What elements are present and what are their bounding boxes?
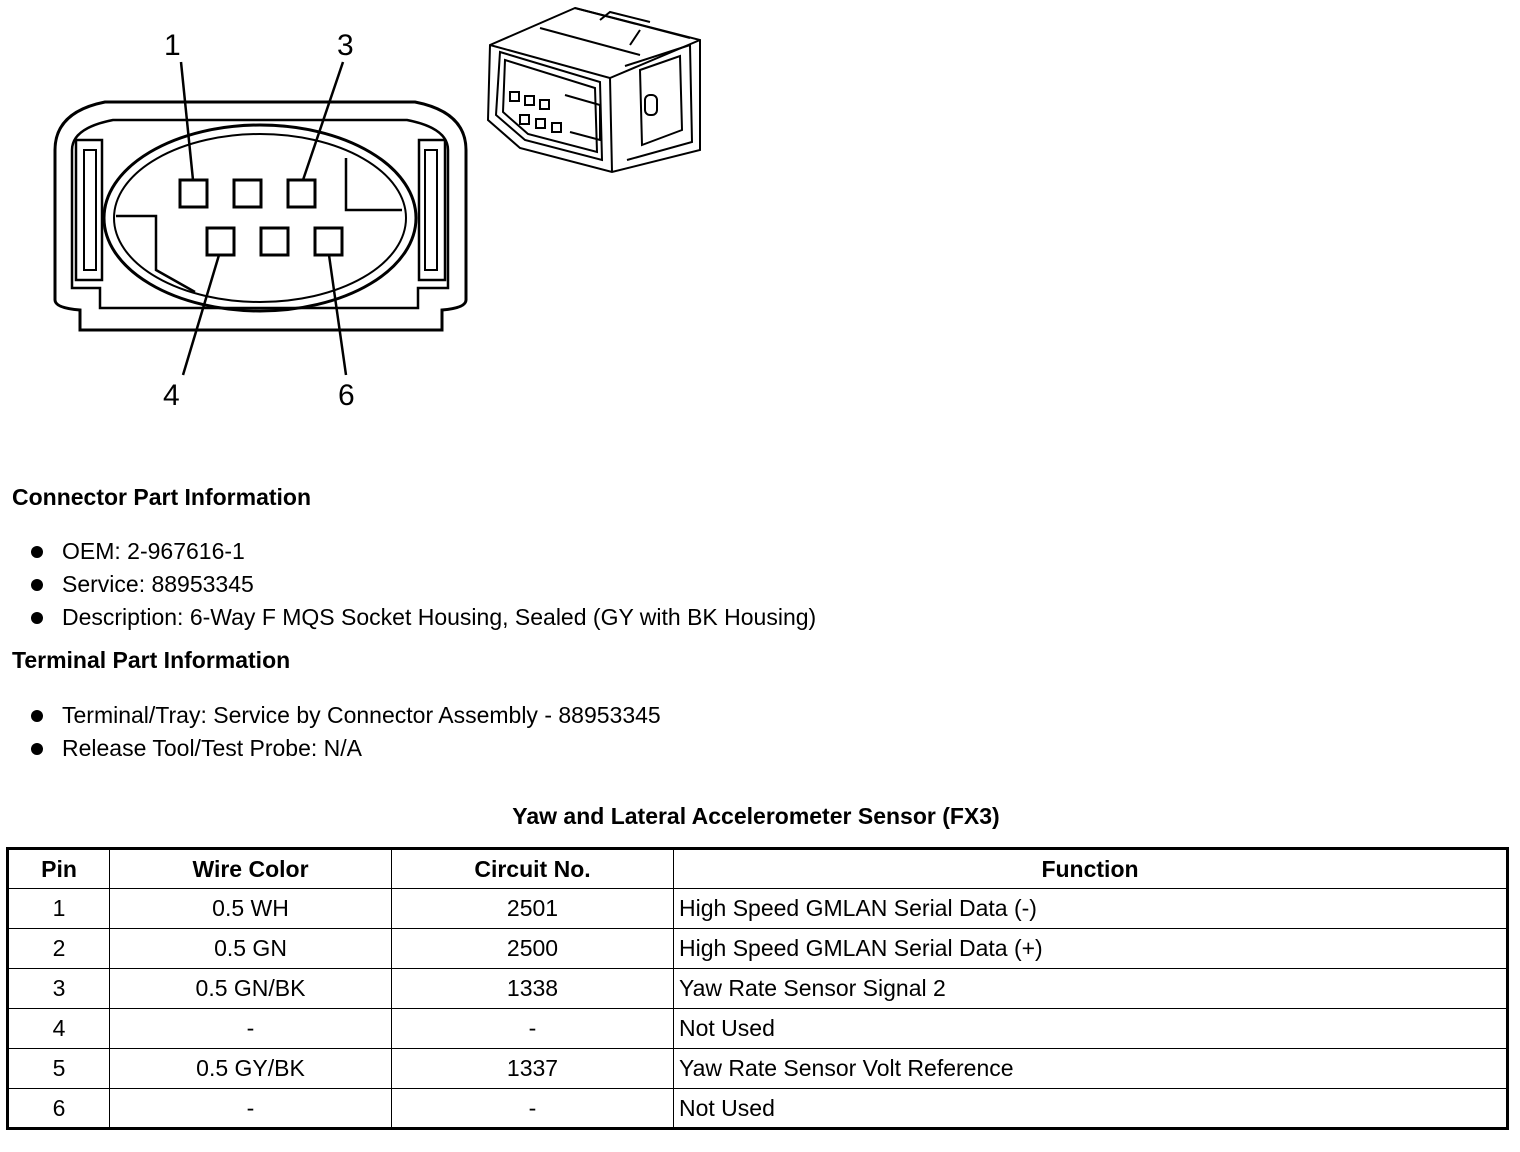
pin-cavity-2 [232,178,263,209]
housing-inner-wall [70,118,450,310]
wire-color-cell: 0.5 GN/BK [109,968,392,1009]
table-row: 4 - - Not Used [7,1008,1508,1049]
circuit-cell: - [391,1008,674,1049]
terminal-info-tray: Terminal/Tray: Service by Connector Asse… [28,699,661,732]
function-cell: Yaw Rate Sensor Volt Reference [673,1048,1508,1089]
wire-color-cell: - [109,1008,392,1049]
right-latch [417,138,447,282]
table-row: 1 0.5 WH 2501 High Speed GMLAN Serial Da… [7,888,1508,929]
circuit-cell: 2500 [391,928,674,969]
header-function: Function [673,848,1508,889]
header-circuit-no: Circuit No. [391,848,674,889]
pin-cell: 5 [7,1048,110,1089]
connector-info-service: Service: 88953345 [28,568,816,601]
header-wire-color: Wire Color [109,848,392,889]
pin-cavity-3 [286,178,317,209]
table-row: 3 0.5 GN/BK 1338 Yaw Rate Sensor Signal … [7,968,1508,1009]
socket-oval-outer [102,123,418,313]
pin-cell: 1 [7,888,110,929]
function-cell: Not Used [673,1008,1508,1049]
pin-callout-6: 6 [338,379,355,412]
terminal-info-list: Terminal/Tray: Service by Connector Asse… [28,699,661,765]
wire-color-cell: 0.5 GN [109,928,392,969]
pin-callout-3: 3 [337,29,354,62]
connector-diagram: 1 3 4 6 [53,6,701,412]
leader-line-1 [179,61,195,181]
key-left [116,214,196,294]
connector-info-heading: Connector Part Information [12,484,312,510]
function-cell: High Speed GMLAN Serial Data (-) [673,888,1508,929]
terminal-info-heading: Terminal Part Information [12,647,291,673]
housing-outline [53,100,468,332]
right-latch-inner [424,149,438,271]
table-row: 5 0.5 GY/BK 1337 Yaw Rate Sensor Volt Re… [7,1048,1508,1089]
left-latch [74,138,104,282]
pin-cavity-6 [313,226,344,257]
pin-cavity-5 [259,226,290,257]
pin-cell: 6 [7,1088,110,1129]
connector-info-oem: OEM: 2-967616-1 [28,535,816,568]
table-header-row: Pin Wire Color Circuit No. Function [7,848,1508,889]
connector-3d-image [486,6,701,174]
function-cell: High Speed GMLAN Serial Data (+) [673,928,1508,969]
leader-line-6 [327,254,348,376]
header-pin: Pin [7,848,110,889]
pin-cell: 3 [7,968,110,1009]
table-row: 6 - - Not Used [7,1088,1508,1129]
circuit-cell: 1338 [391,968,674,1009]
circuit-cell: 1337 [391,1048,674,1089]
pin-callout-1: 1 [164,29,181,62]
key-right [344,158,402,212]
wire-color-cell: - [109,1088,392,1129]
table-title: Yaw and Lateral Accelerometer Sensor (FX… [512,803,1000,829]
wire-color-cell: 0.5 WH [109,888,392,929]
circuit-cell: - [391,1088,674,1129]
leader-line-4 [181,254,221,376]
socket-oval-inner [113,133,407,303]
terminal-info-release-tool: Release Tool/Test Probe: N/A [28,732,661,765]
pinout-table: Pin Wire Color Circuit No. Function 1 0.… [6,847,1509,1130]
connector-info-list: OEM: 2-967616-1 Service: 88953345 Descri… [28,535,816,634]
leader-line-3 [301,61,345,181]
pin-cell: 2 [7,928,110,969]
pin-cavity-4 [205,226,236,257]
wire-color-cell: 0.5 GY/BK [109,1048,392,1089]
connector-info-description: Description: 6-Way F MQS Socket Housing,… [28,601,816,634]
pin-cavity-1 [178,178,209,209]
function-cell: Yaw Rate Sensor Signal 2 [673,968,1508,1009]
connector-face-view [53,61,468,376]
pin-callout-4: 4 [163,379,180,412]
table-row: 2 0.5 GN 2500 High Speed GMLAN Serial Da… [7,928,1508,969]
function-cell: Not Used [673,1088,1508,1129]
pin-cell: 4 [7,1008,110,1049]
left-latch-inner [83,149,97,271]
circuit-cell: 2501 [391,888,674,929]
